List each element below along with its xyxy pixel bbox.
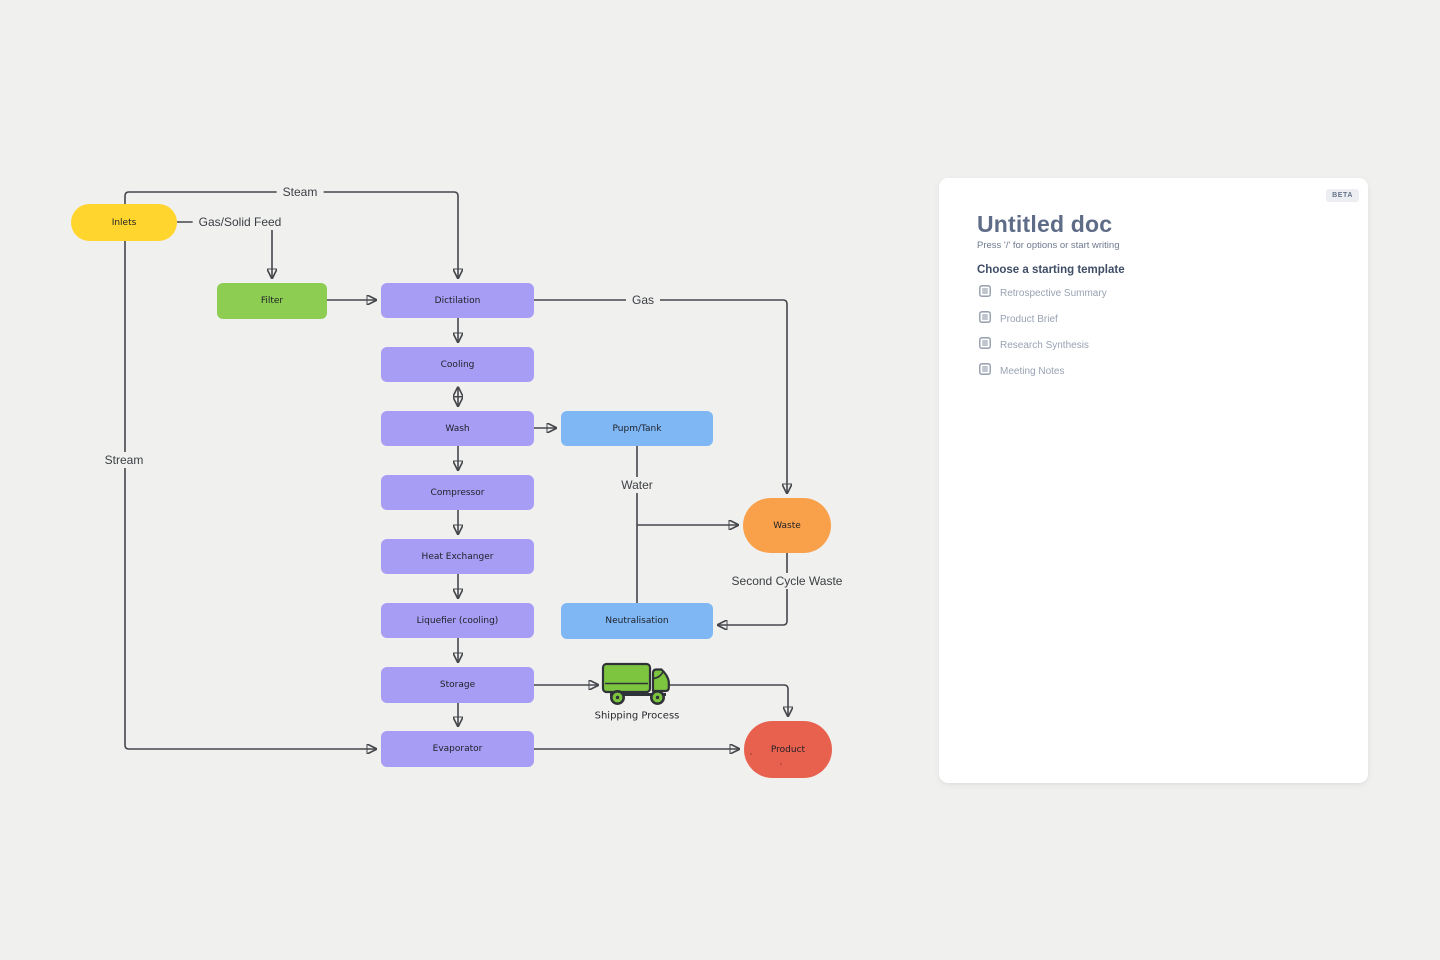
- node-pump-tank[interactable]: Pupm/Tank: [561, 411, 713, 446]
- node-compressor[interactable]: Compressor: [381, 475, 534, 510]
- node-label: Evaporator: [432, 744, 483, 754]
- node-filter[interactable]: Filter: [217, 283, 327, 319]
- node-label: Cooling: [440, 359, 475, 370]
- template-meeting-notes[interactable]: Meeting Notes: [979, 362, 1107, 380]
- node-label: Wash: [445, 423, 470, 434]
- edge-inlets-evaporator-stream[interactable]: [124, 240, 376, 749]
- edge-label-stream[interactable]: Stream: [98, 452, 150, 468]
- edge-label-second-cycle-waste[interactable]: Second Cycle Waste: [725, 573, 849, 589]
- node-neutralisation[interactable]: Neutralisation: [561, 603, 713, 639]
- node-label: Inlets: [111, 217, 137, 228]
- node-liquefier[interactable]: Liquefier (cooling): [381, 603, 534, 638]
- edge-gas-to-waste[interactable]: [534, 299, 787, 493]
- template-label: Research Synthesis: [1000, 339, 1089, 351]
- beta-badge: BETA: [1326, 189, 1359, 202]
- node-storage[interactable]: Storage: [381, 667, 534, 703]
- node-label: Dictilation: [434, 295, 481, 306]
- node-label: Filter: [260, 296, 284, 306]
- node-evaporator[interactable]: Evaporator: [381, 731, 534, 767]
- doc-title[interactable]: Untitled doc: [977, 211, 1113, 237]
- edge-label-gas[interactable]: Gas: [625, 292, 661, 308]
- node-label: Liquefier (cooling): [416, 615, 499, 626]
- stray-text-mark[interactable]: ': [750, 752, 752, 760]
- node-label: Waste: [773, 520, 801, 531]
- document-icon: [979, 284, 991, 302]
- edge-label-water[interactable]: Water: [615, 477, 659, 493]
- document-icon: [979, 310, 991, 328]
- template-label: Retrospective Summary: [1000, 287, 1107, 299]
- edge-steam[interactable]: [124, 191, 458, 278]
- template-label: Product Brief: [1000, 313, 1058, 325]
- doc-editor-placeholder[interactable]: Press '/' for options or start writing: [977, 240, 1120, 251]
- node-label: Pupm/Tank: [612, 423, 662, 434]
- node-heat-exchanger[interactable]: Heat Exchanger: [381, 539, 534, 574]
- templates-heading: Choose a starting template: [977, 264, 1125, 276]
- node-waste[interactable]: Waste: [743, 498, 831, 553]
- template-retrospective-summary[interactable]: Retrospective Summary: [979, 284, 1107, 302]
- shipping-truck-icon[interactable]: [600, 659, 672, 712]
- node-label: Heat Exchanger: [421, 551, 494, 562]
- edge-waste-neutralisation-secondcycle[interactable]: [719, 553, 788, 625]
- shipping-process-label[interactable]: Shipping Process: [594, 710, 680, 722]
- template-label: Meeting Notes: [1000, 365, 1065, 377]
- node-inlets[interactable]: Inlets: [71, 204, 177, 241]
- node-wash[interactable]: Wash: [381, 411, 534, 446]
- template-product-brief[interactable]: Product Brief: [979, 310, 1107, 328]
- node-label: Neutralisation: [605, 616, 669, 626]
- node-label: Product: [770, 744, 806, 755]
- edge-label-gas-solid-feed[interactable]: Gas/Solid Feed: [192, 214, 288, 230]
- template-research-synthesis[interactable]: Research Synthesis: [979, 336, 1107, 354]
- node-product[interactable]: Product: [744, 721, 832, 778]
- stray-text-mark[interactable]: ': [780, 762, 782, 770]
- node-label: Compressor: [430, 487, 485, 498]
- doc-panel: BETA Untitled doc Press '/' for options …: [939, 178, 1368, 783]
- node-label: Storage: [439, 680, 476, 690]
- edge-label-steam[interactable]: Steam: [276, 184, 324, 200]
- node-cooling[interactable]: Cooling: [381, 347, 534, 382]
- edge-gas-solid-feed[interactable]: [177, 221, 272, 278]
- node-dictilation[interactable]: Dictilation: [381, 283, 534, 318]
- document-icon: [979, 362, 991, 380]
- edge-shipping-product[interactable]: [667, 684, 788, 716]
- document-icon: [979, 336, 991, 354]
- template-list: Retrospective Summary Product Brief Rese…: [979, 284, 1107, 380]
